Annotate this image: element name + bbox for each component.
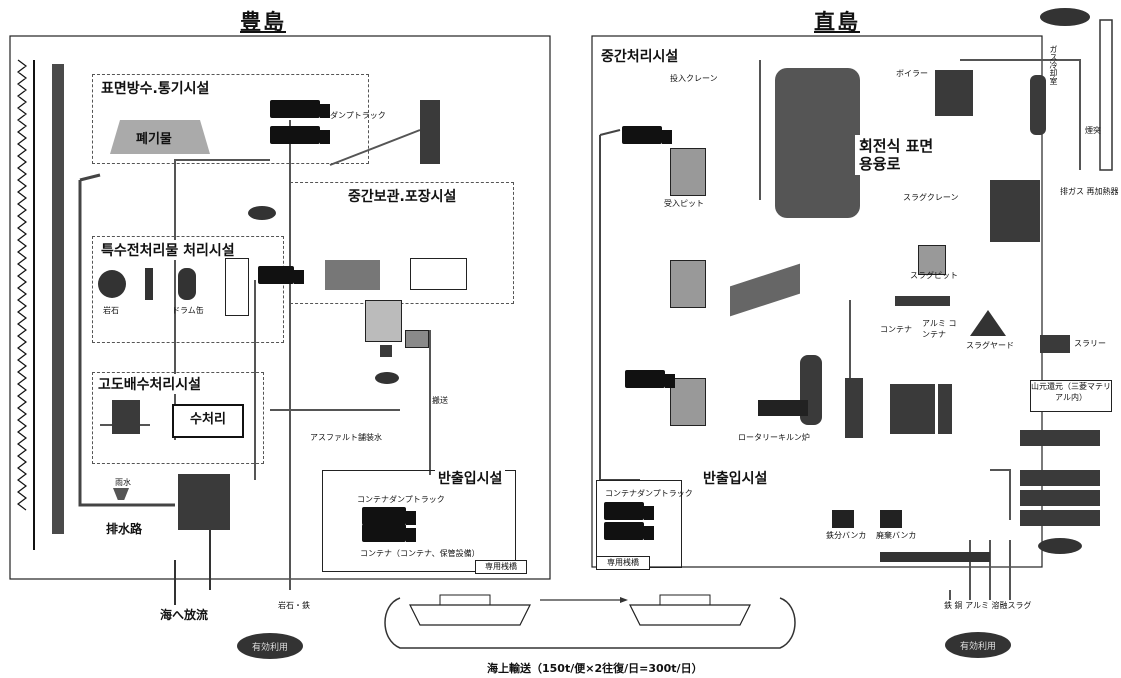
left-pier-label: 専用桟橋 <box>485 562 517 571</box>
bunker2-box <box>880 510 902 528</box>
container-storage-label: コンテナ（コンテナ、保管設備） <box>360 548 480 559</box>
dump-truck-2 <box>270 126 320 144</box>
drain-label: 排水路 <box>106 520 142 537</box>
water-tank <box>112 400 140 434</box>
bunker2-label: 廃棄バンカ <box>876 530 916 541</box>
crusher-box <box>225 258 249 316</box>
mid-tank <box>365 300 402 342</box>
pump-ellipse <box>375 372 399 384</box>
drum-icon <box>178 268 196 300</box>
intermediate-section-title: 중간처리시설 <box>598 46 681 66</box>
slag-pit-label: スラグピット <box>910 270 958 281</box>
rotary-kiln <box>758 400 808 416</box>
exhaust-label: 排ガス 再加熱器 <box>1060 186 1119 197</box>
right-truck-1 <box>622 126 662 144</box>
collection-box <box>405 330 429 348</box>
gas-cooler <box>1030 75 1046 135</box>
effective-use-right: 有効利用 <box>945 632 1011 658</box>
slurry-tank <box>1040 335 1070 353</box>
container-b-label: アルミ コンテナ <box>922 318 958 340</box>
rock-iron-label: 岩石・鉄 <box>278 600 310 611</box>
right-pier-box: 専用桟橋 <box>596 556 650 570</box>
slag-crane-label: スラグクレーン <box>903 192 958 203</box>
loading-truck-label: コンテナダンプトラック <box>357 494 445 505</box>
right-island-title: 直島 <box>814 6 860 36</box>
yamakawa-box: 山元還元（三菱マテリアル内） <box>1030 380 1112 412</box>
effective-use-left: 有効利用 <box>237 633 303 659</box>
sea-transport-label: 海上輸送（150t/便×2往復/日=300t/日） <box>487 660 703 676</box>
top-right-ellipse <box>1040 8 1090 26</box>
drum-label: ドラム缶 <box>172 305 204 316</box>
special-section-title: 특수전처리물 처리시설 <box>98 240 238 260</box>
dump-truck-label: ダンプトラック <box>330 110 386 121</box>
drain-treatment-box <box>178 474 230 530</box>
storage-ellipse <box>248 206 276 220</box>
asphalt-label: アスファルト舗装水 <box>310 432 382 443</box>
waste-label: 폐기물 <box>136 128 172 147</box>
right-bottom-bar <box>880 552 990 562</box>
left-pier-box: 専用桟橋 <box>475 560 527 574</box>
right-loading-truck-2 <box>604 522 644 540</box>
furnace-body <box>775 68 860 218</box>
loading-title: 반출입시설 <box>435 468 505 488</box>
waste-pit-label: 受入ピット <box>664 198 704 209</box>
rock-icon <box>98 270 126 298</box>
dump-truck-1 <box>270 100 320 118</box>
outflow-label: 搬送 <box>432 395 448 406</box>
right-process-4 <box>1020 510 1100 526</box>
water-treatment-box: 수처리 <box>172 404 244 438</box>
slag-yard-label: スラグヤード <box>966 340 1014 351</box>
boiler-label: ボイラー <box>896 68 928 79</box>
left-island-title: 豊島 <box>240 6 286 36</box>
effective-use-left-label: 有効利用 <box>252 640 288 653</box>
bar-icon <box>145 268 153 300</box>
loading-truck-2 <box>362 524 406 542</box>
sea-discharge-label: 海へ放流 <box>160 606 208 623</box>
kiln-filter <box>890 384 935 434</box>
water-treatment-label: 수처리 <box>174 406 242 434</box>
advanced-water-title: 고도배수처리시설 <box>95 374 204 394</box>
interim-section-title: 중간보관.포장시설 <box>345 186 459 206</box>
storage-tower <box>420 100 440 164</box>
pit-3 <box>670 378 706 426</box>
right-loading-truck-1 <box>604 502 644 520</box>
rain-label: 雨水 <box>115 477 131 488</box>
chimney-label: 煙突 <box>1085 125 1101 136</box>
right-truck-2 <box>625 370 665 388</box>
slurry-label: スラリー <box>1074 338 1106 349</box>
surface-section-title: 표면방수.통기시설 <box>98 78 212 98</box>
bag-filter <box>990 180 1040 242</box>
furnace-label: 회전식 표면용융로 <box>855 135 945 175</box>
slag-sorter <box>895 296 950 306</box>
iron-bunker-label: 鉄分バンカ <box>826 530 866 541</box>
right-loading-title: 반출입시설 <box>700 468 770 488</box>
iron-bunker-box <box>832 510 854 528</box>
pit-2 <box>670 260 706 308</box>
right-process-2 <box>1020 470 1100 486</box>
right-ellipse <box>1038 538 1082 554</box>
gas-treatment-label: ガス冷却室 <box>1048 45 1059 85</box>
pump-box <box>380 345 392 357</box>
left-side-wall <box>52 64 64 534</box>
crane-label: 投入クレーン <box>670 73 718 84</box>
right-pier-label: 専用桟橋 <box>607 558 639 567</box>
effective-use-right-label: 有効利用 <box>960 639 996 652</box>
special-truck <box>258 266 294 284</box>
kiln-tower-2 <box>845 378 863 438</box>
container-a-label: コンテナ <box>880 324 912 335</box>
pit-1 <box>670 148 706 196</box>
right-loading-truck-label: コンテナダンプトラック <box>605 488 693 499</box>
outputs-label: 鉄 銅 アルミ 溶融スラグ <box>944 600 1032 611</box>
loading-truck-1 <box>362 507 406 525</box>
container-box <box>410 258 467 290</box>
rotary-kiln-label: ロータリーキルン炉 <box>738 432 810 443</box>
right-process-1 <box>1020 430 1100 446</box>
kiln-reheater <box>938 384 952 434</box>
boiler-box <box>935 70 973 116</box>
loader-machine <box>325 260 380 290</box>
right-process-3 <box>1020 490 1100 506</box>
rock-label: 岩石 <box>103 305 119 316</box>
yamakawa-label: 山元還元（三菱マテリアル内） <box>1031 382 1111 402</box>
